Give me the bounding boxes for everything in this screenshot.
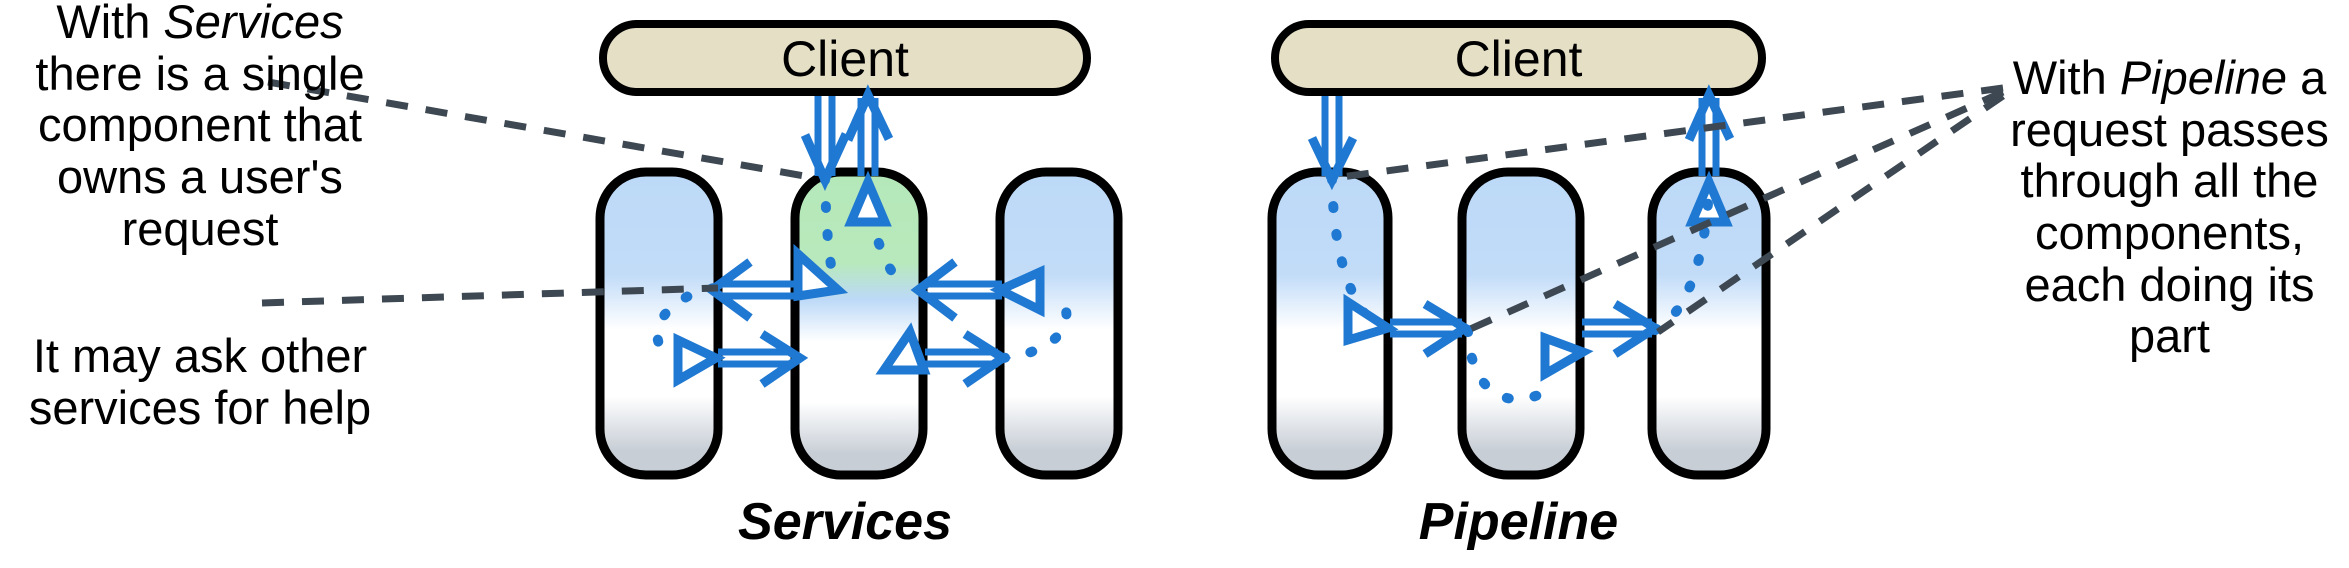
services-component-3[interactable] <box>995 167 1123 480</box>
services-arrowhead-right-reply <box>989 265 1045 318</box>
services-arrow-middle-to-right <box>925 330 1012 388</box>
pipeline-group-label: Pipeline <box>1418 493 1619 551</box>
annotation-services-suffix: there is a single component that owns a … <box>35 46 365 255</box>
leader-line-pipeline-a <box>1333 84 2004 182</box>
annotation-services-prefix: With <box>56 0 164 48</box>
services-group <box>595 20 1123 480</box>
annotation-services-help: It may ask other services for help <box>28 329 372 434</box>
pipeline-client-label: Client <box>1454 31 1583 87</box>
pipeline-client-box[interactable] <box>1271 20 1766 96</box>
annotation-services-emphasis: Services <box>163 0 344 48</box>
leader-line-services-bottom <box>261 284 719 307</box>
leader-line-pipeline-c <box>1656 93 2005 335</box>
leader-line-services-top <box>267 78 817 182</box>
services-arrowhead-to-client <box>844 170 892 227</box>
services-arrow-middle-to-left <box>704 258 797 322</box>
services-arrow-right-to-middle <box>910 258 1002 322</box>
services-flow-client-in <box>800 96 851 191</box>
pipeline-arrow-1-to-2 <box>1390 300 1474 358</box>
annotation-services-ownership: With Services there is a single componen… <box>0 0 400 254</box>
pipeline-arrowhead-exit-1 <box>1343 293 1399 347</box>
services-group-label: Services <box>738 493 952 551</box>
services-flow-client-out <box>843 84 894 176</box>
annotation-pipeline-suffix: a request passes through all the compone… <box>2010 51 2329 363</box>
services-client-label: Client <box>781 31 909 87</box>
pipeline-group <box>1267 20 1771 480</box>
services-arrowhead-left-reply <box>673 332 726 388</box>
services-dotted-path-left <box>652 283 719 355</box>
annotation-pipeline-emphasis: Pipeline <box>2119 51 2288 104</box>
services-arrow-left-to-middle <box>718 330 809 388</box>
leader-lines <box>261 78 2005 335</box>
pipeline-dotted-path-3 <box>1650 183 1714 335</box>
pipeline-arrowhead-exit-2 <box>1540 331 1594 382</box>
pipeline-dotted-path-2 <box>1463 325 1550 405</box>
annotation-pipeline-passes: With Pipeline a request passes through a… <box>1990 52 2349 362</box>
pipeline-arrow-2-to-3 <box>1582 300 1664 358</box>
services-component-1[interactable] <box>595 167 723 480</box>
services-arrowhead-out-middle-right <box>875 322 931 375</box>
annotation-pipeline-prefix: With <box>2012 51 2120 104</box>
services-client-box[interactable] <box>599 20 1091 96</box>
pipeline-flow-client-out <box>1684 84 1735 176</box>
pipeline-flow-client-in <box>1307 96 1358 191</box>
services-dotted-path-middle <box>820 173 910 293</box>
leader-line-pipeline-b <box>1466 88 2005 334</box>
services-arrowhead-out-middle-left <box>793 243 849 302</box>
